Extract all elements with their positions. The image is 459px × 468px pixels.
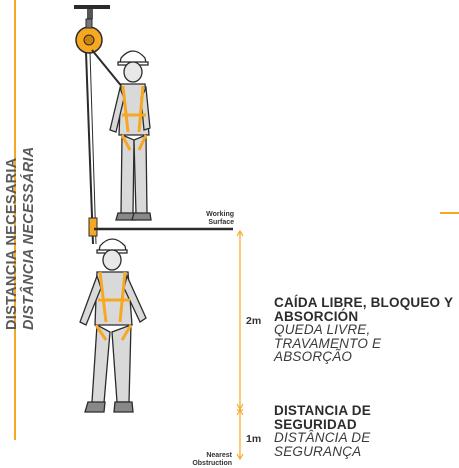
retractable-lifeline-icon [75, 18, 103, 54]
side-accent-bar [14, 0, 16, 440]
working-surface-label: Working Surface [206, 211, 234, 226]
right-accent-tick [440, 212, 459, 214]
zone-free-fall: CAÍDA LIBRE, BLOQUEO Y ABSORCIÓN QUEDA L… [274, 296, 454, 364]
standing-worker [109, 50, 152, 221]
zone-free-fall-pt: QUEDA LIVRE, TRAVAMENTO E ABSORÇÃO [274, 322, 382, 364]
lifeline-standing [91, 49, 124, 89]
measure-1m: 1m [246, 433, 262, 445]
anchor-bracket [87, 9, 93, 19]
energy-absorber-icon [88, 217, 98, 237]
zone-free-fall-es: CAÍDA LIBRE, BLOQUEO Y ABSORCIÓN [274, 295, 453, 324]
lifeline-fallen [85, 51, 94, 245]
zone-safety: DISTANCIA DE SEGURIDAD DISTÂNCIA DE SEGU… [274, 404, 394, 458]
distance-dimension-line [236, 229, 244, 461]
lifeline-fallen-shadow [89, 51, 97, 245]
fallen-worker [79, 238, 147, 413]
measure-2m: 2m [246, 315, 262, 327]
nearest-obstruction-label: Nearest Obstruction [192, 452, 232, 467]
zone-safety-pt: DISTÂNCIA DE SEGURANÇA [274, 430, 371, 459]
zone-safety-es: DISTANCIA DE SEGURIDAD [274, 403, 371, 432]
anchor-beam [74, 5, 110, 9]
